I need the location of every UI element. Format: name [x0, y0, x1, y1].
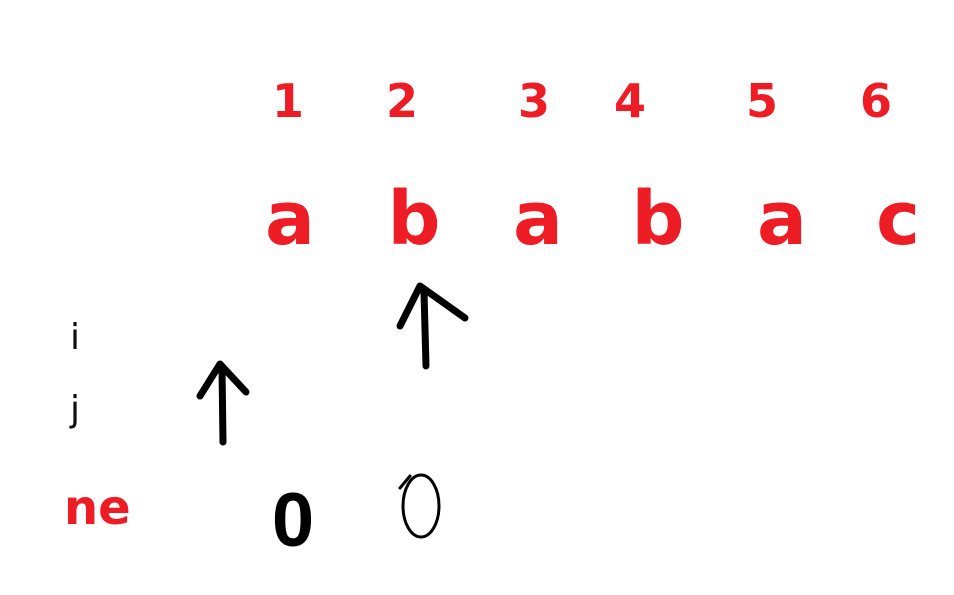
j-pointer-arrow-icon	[196, 360, 250, 446]
index-label-3: 3	[517, 74, 550, 128]
string-char-4: b	[631, 176, 685, 262]
string-char-6: c	[876, 176, 920, 262]
index-label-2: 2	[385, 74, 418, 128]
string-char-3: a	[513, 176, 563, 262]
pointer-label-j: j	[70, 389, 81, 430]
i-pointer-arrow-icon	[396, 282, 469, 370]
string-char-2: b	[387, 176, 441, 262]
pointer-label-i: i	[70, 317, 81, 358]
index-label-6: 6	[859, 74, 892, 128]
string-char-1: a	[265, 176, 315, 262]
ne-array-label: ne	[64, 480, 131, 536]
index-label-4: 4	[613, 74, 646, 128]
ne-value-1: 0	[272, 478, 314, 563]
index-label-5: 5	[745, 74, 778, 128]
ne-value-2	[398, 473, 441, 539]
string-char-5: a	[757, 176, 807, 262]
index-label-1: 1	[271, 74, 304, 128]
